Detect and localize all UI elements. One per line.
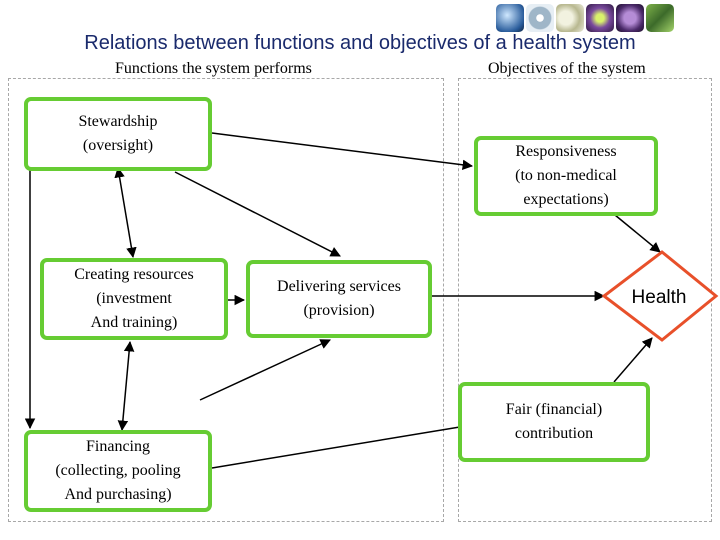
arrow-stewardship-creating — [114, 166, 137, 259]
objectives-header: Objectives of the system — [488, 60, 646, 77]
arrow-fair-health — [613, 337, 653, 383]
pills-icon — [556, 4, 584, 32]
creating-resources-box: Creating resources (investment And train… — [40, 258, 228, 340]
arrow-stewardship-delivering — [174, 171, 341, 257]
arrow-stewardship-responsiveness — [211, 132, 474, 171]
arrow-financing-creating — [117, 340, 135, 432]
arrow-stewardship-financing — [24, 132, 36, 430]
responsiveness-box: Responsiveness (to non-medical expectati… — [474, 136, 658, 216]
bacteria-icon — [646, 4, 674, 32]
financing-box: Financing (collecting, pooling And purch… — [24, 430, 212, 512]
functions-panel — [8, 78, 444, 522]
page-title: Relations between functions and objectiv… — [84, 32, 636, 54]
arrow-responsiveness-health — [614, 214, 661, 253]
health-diamond — [601, 250, 719, 342]
delivering-services-box: Delivering services (provision) — [246, 260, 432, 338]
stewardship-box: Stewardship (oversight) — [24, 97, 212, 171]
cell-icon — [586, 4, 614, 32]
header-image-strip — [496, 4, 674, 34]
functions-header: Functions the system performs — [115, 60, 312, 77]
fair-contribution-box: Fair (financial) contribution — [458, 382, 650, 462]
arrow-financing-fair — [211, 419, 486, 469]
disc-icon — [526, 4, 554, 32]
health-label: Health — [631, 287, 687, 308]
virus-icon — [616, 4, 644, 32]
globe-icon — [496, 4, 524, 32]
arrow-financing-delivering — [199, 339, 331, 401]
